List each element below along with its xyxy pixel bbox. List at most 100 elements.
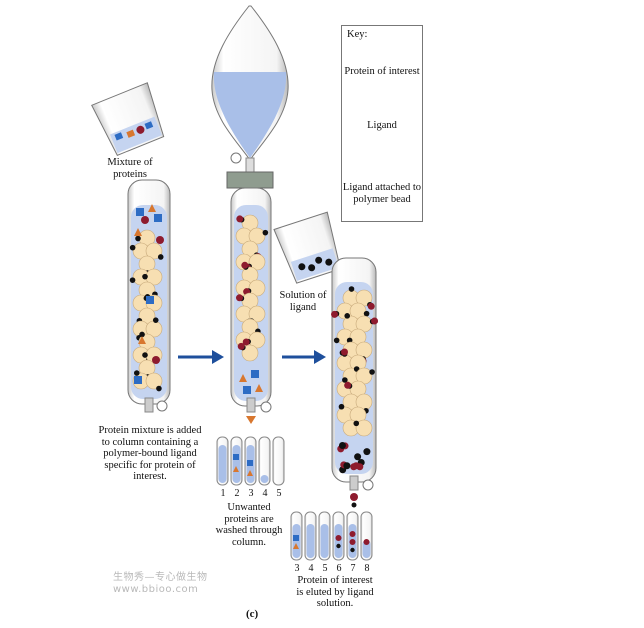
ligand-dot — [142, 352, 148, 358]
ligand-dot — [156, 385, 162, 392]
ligand-dot — [129, 244, 136, 251]
figure-caption: (c) — [246, 608, 259, 620]
ligand-dot — [262, 229, 269, 236]
eluting-particle — [343, 462, 351, 470]
column-1 — [127, 179, 171, 413]
protein-of-interest — [235, 294, 243, 302]
protein-of-interest — [331, 310, 339, 318]
step2-text: Unwanted proteins are washed through col… — [215, 502, 283, 548]
step1-text: Protein mixture is added to column conta… — [98, 425, 202, 482]
protein-of-interest — [242, 338, 250, 346]
fraction-number: 3 — [294, 563, 300, 574]
arrow-2 — [282, 350, 326, 364]
key-box: Key: Protein of interest Ligand Ligand a… — [341, 25, 423, 222]
fraction-tube — [272, 436, 285, 486]
polymer-bead — [248, 279, 266, 297]
tube-content — [335, 535, 342, 541]
ligand-dot — [142, 273, 148, 280]
protein-of-interest — [344, 381, 352, 389]
eluting-particle — [363, 448, 371, 456]
mixed-protein — [138, 336, 146, 344]
tube-content — [233, 454, 239, 460]
polymer-bead — [145, 242, 163, 260]
protein-of-interest — [367, 302, 375, 310]
mixed-protein — [136, 208, 144, 216]
eluting-particle — [354, 453, 362, 461]
tube-content — [336, 543, 341, 549]
ligand-dot — [157, 254, 164, 260]
fraction-tube — [258, 436, 271, 486]
wash-fraction-tubes — [216, 436, 285, 486]
tube-content — [293, 535, 299, 541]
polymer-bead — [248, 227, 266, 245]
fraction-number: 4 — [262, 488, 268, 499]
ligand-dot — [152, 317, 159, 323]
ligand-dot — [342, 377, 348, 383]
ligand-dot — [369, 369, 375, 375]
protein-of-interest — [341, 348, 349, 356]
fraction-number: 4 — [308, 563, 314, 574]
mixed-protein — [134, 228, 142, 236]
protein-of-interest — [237, 342, 245, 350]
ligand-dot — [135, 235, 141, 242]
mixed-protein — [141, 216, 149, 224]
watermark-line2: www.bbioo.com — [113, 584, 199, 595]
key-bead-label: Ligand attached to polymer bead — [342, 182, 422, 205]
protein-of-interest — [371, 317, 379, 325]
elution-fraction-tubes — [290, 511, 373, 561]
fraction-number: 3 — [248, 488, 254, 499]
ligand-dot — [333, 337, 340, 344]
polymer-bead — [248, 305, 266, 323]
mixed-protein — [134, 376, 142, 384]
ligand-dot — [133, 370, 140, 376]
key-protein-label: Protein of interest — [344, 66, 420, 77]
unwanted-protein — [243, 386, 251, 394]
mixture-beaker — [91, 82, 165, 156]
unwanted-protein — [239, 374, 247, 382]
mixture-label: Mixture of proteins — [107, 157, 153, 180]
stopcock-2 — [260, 401, 272, 413]
tube-content — [350, 547, 355, 553]
step3-text: Protein of interest is eluted by ligand … — [296, 575, 374, 609]
ligand-dot — [344, 313, 351, 319]
mixed-protein — [152, 356, 160, 364]
protein-of-interest — [241, 261, 249, 269]
unwanted-protein — [251, 370, 259, 378]
column-3-beads — [331, 286, 379, 474]
ligand-dot — [139, 331, 145, 338]
polymer-bead — [248, 253, 266, 271]
fraction-number: 6 — [336, 563, 342, 574]
key-title: Key: — [347, 29, 368, 40]
ligand-dot — [353, 420, 360, 427]
protein-of-interest — [236, 215, 244, 223]
mixed-protein — [156, 236, 164, 244]
eluting-particle — [352, 462, 360, 470]
unwanted-protein — [255, 384, 263, 392]
polymer-bead — [355, 419, 373, 437]
separatory-funnel — [211, 5, 289, 177]
fraction-number: 8 — [364, 563, 370, 574]
watermark-line1: 生物秀—专心做生物 — [113, 572, 208, 583]
tube-content — [247, 470, 253, 476]
fraction-number: 5 — [322, 563, 328, 574]
column-2 — [226, 171, 274, 424]
tube-content — [349, 539, 356, 545]
eluting-particle — [338, 442, 346, 450]
arrow-1 — [178, 350, 224, 364]
stopcock-3 — [362, 479, 374, 491]
tube-content — [233, 466, 239, 472]
mixed-protein — [154, 214, 162, 222]
stopcock-1 — [156, 400, 168, 412]
polymer-bead — [145, 372, 163, 390]
watermark: 生物秀—专心做生物 www.bbioo.com — [113, 572, 208, 596]
column-1-beads — [129, 204, 164, 392]
tube-content — [247, 460, 253, 466]
ligand-dot — [338, 403, 345, 410]
fraction-number: 7 — [350, 563, 356, 574]
key-ligand-label: Ligand — [367, 120, 397, 131]
solution-label: Solution of ligand — [279, 290, 327, 313]
fraction-number: 5 — [276, 488, 282, 499]
